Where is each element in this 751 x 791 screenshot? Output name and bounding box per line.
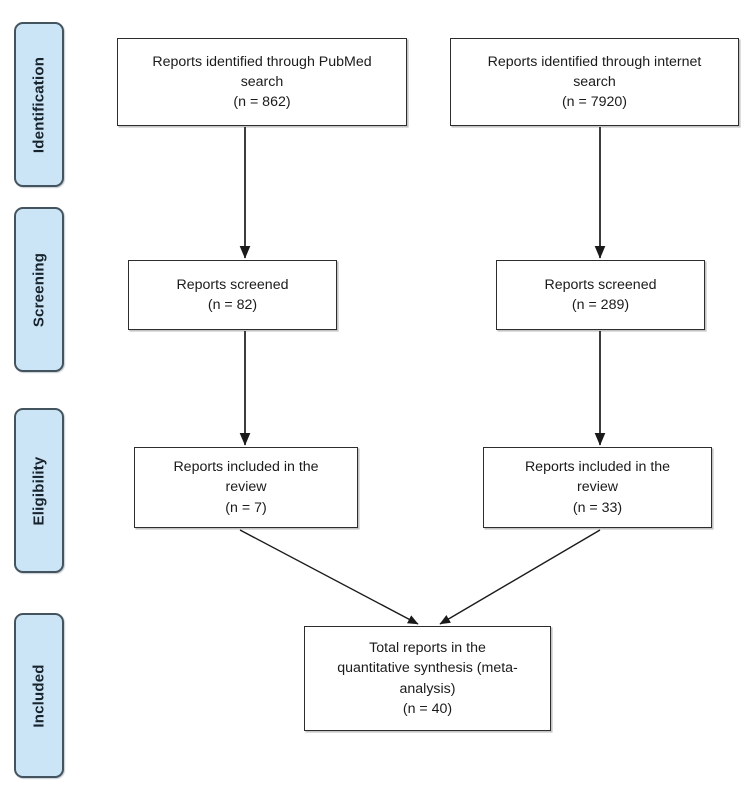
flow-box-total-meta-analysis: Total reports in the quantitative synthe… bbox=[304, 626, 551, 731]
stage-label: Included bbox=[30, 663, 48, 728]
flow-box-internet-included: Reports included in the review (n = 33) bbox=[483, 447, 712, 528]
stage-pill-eligibility: Eligibility bbox=[14, 408, 64, 573]
flow-box-text: Reports screened (n = 82) bbox=[176, 276, 289, 313]
stage-label: Screening bbox=[30, 252, 48, 327]
flow-box-text: Reports included in the review (n = 7) bbox=[173, 459, 319, 516]
arrow-internet-included-to-total bbox=[439, 529, 601, 625]
flow-box-text: Reports included in the review (n = 33) bbox=[524, 459, 671, 516]
stage-pill-screening: Screening bbox=[14, 207, 64, 372]
flow-box-pubmed-screened: Reports screened (n = 82) bbox=[128, 260, 337, 330]
arrow-pubmed-included-to-total bbox=[239, 529, 419, 625]
stage-pill-identification: Identification bbox=[14, 22, 64, 187]
stage-label: Eligibility bbox=[30, 456, 48, 525]
flow-box-pubmed-identified: Reports identified through PubMed search… bbox=[117, 38, 407, 126]
flow-box-text: Total reports in the quantitative synthe… bbox=[337, 640, 518, 717]
stage-label: Identification bbox=[30, 56, 48, 153]
flow-box-text: Reports identified through internet sear… bbox=[487, 53, 702, 111]
flow-box-text: Reports identified through PubMed search… bbox=[152, 53, 372, 111]
flow-box-pubmed-included: Reports included in the review (n = 7) bbox=[134, 447, 358, 528]
flow-box-internet-identified: Reports identified through internet sear… bbox=[450, 38, 739, 126]
flow-box-internet-screened: Reports screened (n = 289) bbox=[496, 260, 705, 330]
flow-box-text: Reports screened (n = 289) bbox=[544, 276, 657, 313]
stage-pill-included: Included bbox=[14, 613, 64, 778]
